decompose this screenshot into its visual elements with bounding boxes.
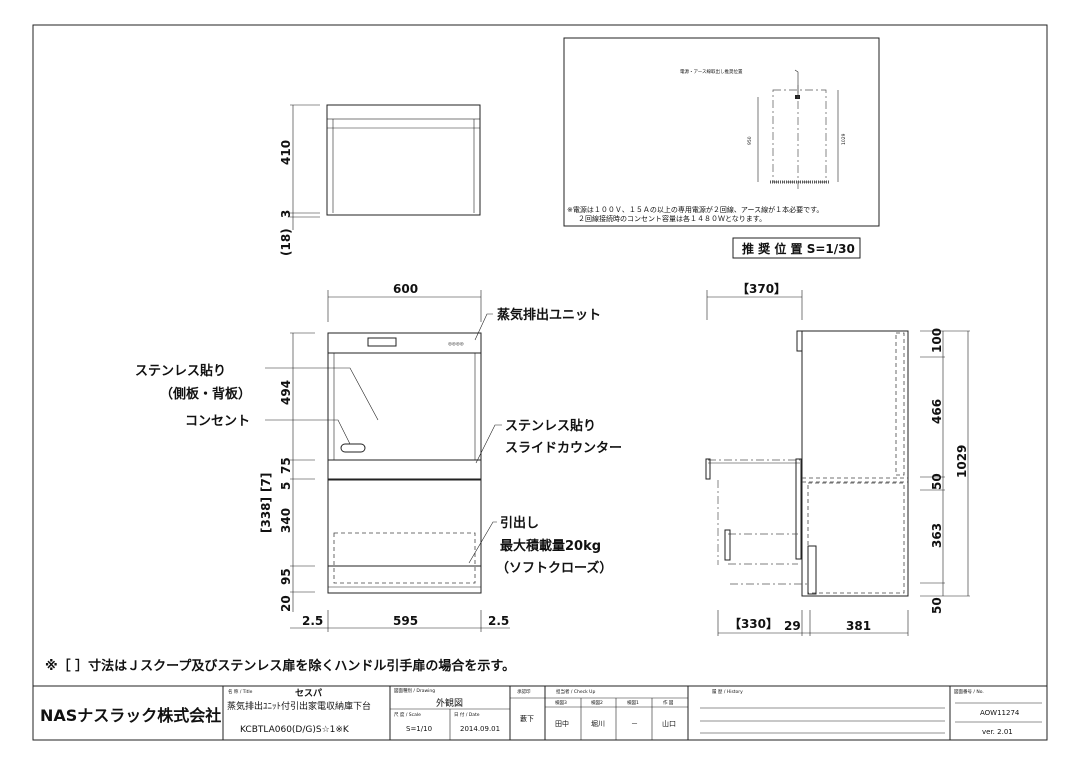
top-view: 410 3 (18) [279, 104, 481, 256]
side-right-dim: 466 [930, 399, 944, 424]
title-block: NASナスラック株式会社 名 称 / Title セスパ 蒸気排出ﾕﾆｯﾄ付引出… [32, 685, 1048, 741]
date-label: 日 付 / Date [454, 711, 480, 718]
check-col: 検図3 [555, 699, 567, 706]
check-col: 作 図 [663, 699, 674, 706]
recommend-position-panel: 電源・アース線取出し推奨位置 950 1029 ※電源は１００Ｖ、１５Ａの以上の… [563, 37, 880, 227]
recommend-note-1: ※電源は１００Ｖ、１５Ａの以上の専用電源が２回線、アース線が１本必要です。 [567, 205, 823, 214]
label-drawer: 引出し [500, 515, 539, 531]
front-bracket-dim: [7] [259, 473, 273, 492]
approval-label: 承認印 [517, 688, 531, 695]
side-bottom-dim: 29 [784, 619, 801, 633]
top-dim-410: 410 [279, 140, 293, 165]
front-bottom-dim: 2.5 [488, 614, 509, 628]
top-dim-18: (18) [279, 228, 293, 256]
side-right-dim: 100 [930, 328, 944, 353]
label-slide-counter: スライドカウンター [505, 441, 622, 456]
side-right-dim: 50 [930, 597, 944, 614]
recommend-caption: 推 奨 位 置 S=1/30 [742, 241, 855, 256]
side-right-dim: 363 [930, 523, 944, 548]
label-soft-close: （ソフトクローズ） [496, 560, 612, 576]
side-view: 【370】 【330】 29 381 100 466 50 363 50 102… [705, 281, 970, 636]
product-subtitle: 蒸気排出ﾕﾆｯﾄ付引出家電収納庫下台 [227, 700, 371, 712]
company-logo: NASナスラック株式会社 [40, 706, 221, 725]
title-label: 名 称 / Title [228, 688, 253, 695]
top-dim-3: 3 [279, 210, 293, 218]
drawing-number: AOW11274 [980, 709, 1020, 717]
check-value: 田中 [555, 719, 569, 728]
model-number: KCBTLA060(D/G)S☆1※K [240, 725, 350, 735]
check-col: 検図1 [627, 699, 639, 706]
label-max-load: 最大積載量20kg [500, 538, 601, 554]
recommend-note-2: ２回線接続時のコンセント容量は各１４８０Ｗとなります。 [578, 214, 766, 223]
side-total-dim: 1029 [955, 445, 969, 478]
front-left-dim: 5 [279, 482, 293, 490]
label-steam-unit: 蒸気排出ユニット [497, 307, 601, 323]
front-left-dim: 95 [279, 568, 293, 585]
recommend-dim-950: 950 [747, 136, 753, 145]
history-label: 履 歴 / History [712, 689, 743, 695]
side-bottom-dim: 381 [846, 619, 871, 633]
front-left-dim: 494 [279, 380, 293, 405]
recommend-dim-1029: 1029 [841, 133, 847, 145]
label-side-back-panel: （側板・背板） [160, 386, 251, 402]
approval-value: 藪下 [520, 714, 534, 723]
front-bottom-dim: 595 [393, 614, 418, 628]
recommend-caption-box [732, 237, 861, 259]
front-left-dim: 20 [279, 595, 293, 612]
svg-text:◎◎◎◎: ◎◎◎◎ [448, 342, 464, 347]
date-value: 2014.09.01 [460, 725, 500, 733]
drawing-type: 外観図 [436, 697, 463, 709]
recommend-label: 電源・アース線取出し推奨位置 [680, 68, 743, 75]
product-title: セスパ [295, 687, 322, 699]
front-left-dim: 75 [279, 457, 293, 474]
front-width-dim: 600 [393, 282, 418, 296]
drawing-no-label: 図面番号 / No. [954, 688, 984, 695]
drawing-label: 図面種別 / Drawing [394, 687, 435, 694]
front-view: ◎◎◎◎ 600 2.5 595 2.5 494 75 5 340 95 20 … [259, 282, 510, 632]
version: ver. 2.01 [982, 728, 1013, 736]
side-top-dim: 【370】 [737, 281, 786, 296]
check-label: 担当者 / Check Up [556, 688, 595, 695]
side-right-dim: 50 [930, 473, 944, 490]
label-outlet: コンセント [185, 414, 250, 429]
check-value: 山口 [662, 719, 676, 728]
check-col: 検図2 [591, 699, 603, 706]
side-bottom-dim: 【330】 [729, 616, 778, 631]
check-value: － [631, 720, 638, 728]
scale-label: 尺 度 / Scale [394, 711, 421, 718]
front-bottom-dim: 2.5 [302, 614, 323, 628]
label-stainless: ステンレス貼り [135, 363, 226, 379]
front-left-dim: 340 [279, 508, 293, 533]
scale-value: S=1/10 [406, 725, 432, 733]
check-value: 堀川 [591, 719, 605, 728]
footnote: ※［ ］寸法はＪスクープ及びステンレス扉を除くハンドル引手扉の場合を示す。 [45, 658, 515, 674]
front-bracket-dim: [338] [259, 497, 273, 533]
outlet-icon [340, 443, 366, 453]
label-counter-stainless: ステンレス貼り [505, 418, 596, 434]
